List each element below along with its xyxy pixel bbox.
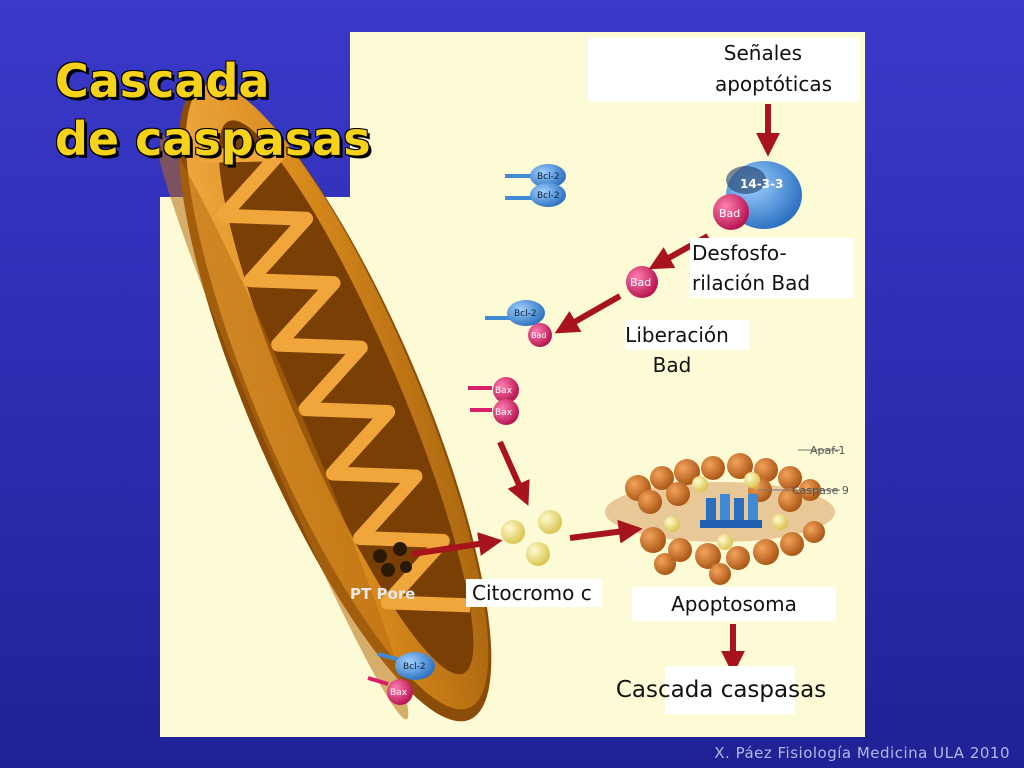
label-cascada-caspasas: Cascada caspasas: [605, 666, 837, 722]
slide-title: Cascada de caspasas: [55, 52, 371, 168]
label-cascada-text: Cascada caspasas: [605, 666, 837, 714]
cytochrome-c: [501, 510, 562, 566]
bcl2-top-label-1: Bcl-2: [537, 172, 560, 182]
title-line-1: Cascada: [55, 54, 270, 108]
bcl2-top: Bcl-2 Bcl-2: [505, 164, 566, 207]
bax-bottom-label: Bax: [390, 688, 408, 698]
bcl2-bax-bottom: Bcl-2 Bax: [367, 652, 435, 705]
label-liberacion-line1: Liberación: [625, 320, 749, 350]
arrow-bax-to-cytochrome: [497, 440, 530, 506]
pt-pore-label: PT Pore: [350, 585, 415, 603]
label-liberacion-line2: Bad: [652, 353, 692, 377]
label-desfosforilacion-bad: Desfosfo- rilación Bad: [690, 238, 854, 298]
bcl2-mid-label: Bcl-2: [514, 309, 537, 319]
bax-label-1: Bax: [495, 386, 513, 396]
label-apoptosoma-text: Apoptosoma: [671, 592, 797, 616]
label-desfosfo-line2: rilación Bad: [692, 271, 811, 295]
arrow-cytochrome-to-apoptosome: [569, 519, 643, 544]
apoptosome: Apaf-1 Caspase 9: [605, 444, 849, 585]
label-citocromo-c: Citocromo c: [466, 579, 602, 607]
bad-free: Bad: [626, 266, 658, 298]
bcl2-top-label-2: Bcl-2: [537, 191, 560, 201]
apaf1-label: Apaf-1: [810, 444, 846, 457]
label-senales-line1: Señales: [723, 41, 802, 65]
label-citocromo-text: Citocromo c: [472, 581, 592, 605]
bcl2-bottom-label: Bcl-2: [403, 662, 426, 672]
apoptosis-diagram: PT Pore Bcl-2 Bcl-2 Bcl-2 Bad Bax Bax Bc…: [160, 32, 865, 737]
label-desfosfo-line1: Desfosfo-: [692, 241, 787, 265]
arrow-pore-to-cytochrome: [411, 532, 503, 557]
slide-footer: X. Páez Fisiología Medicina ULA 2010: [714, 744, 1010, 762]
label-senales-apoptoticas: Señales apoptóticas: [588, 38, 860, 102]
label-liberacion-bad: Liberación Bad: [616, 320, 758, 380]
bad-complex-label: Bad: [719, 207, 740, 220]
mitochondrion: [160, 82, 492, 722]
14-3-3-bad-complex: 14-3-3 Bad: [713, 161, 802, 230]
label-apoptosoma: Apoptosoma: [632, 587, 836, 621]
p14-3-3-label: 14-3-3: [740, 177, 783, 191]
bad-free-label: Bad: [630, 276, 651, 289]
bax-pair: Bax Bax: [468, 377, 519, 425]
bax-label-2: Bax: [495, 408, 513, 418]
bcl2-bad-complex: Bcl-2 Bad: [485, 300, 552, 347]
label-senales-line2: apoptóticas: [714, 72, 832, 96]
arrow-bad-to-bcl2: [554, 293, 622, 334]
caspase9-label: Caspase 9: [792, 484, 849, 497]
bad-bound-label: Bad: [531, 331, 546, 340]
title-line-2: de caspasas: [55, 112, 371, 166]
